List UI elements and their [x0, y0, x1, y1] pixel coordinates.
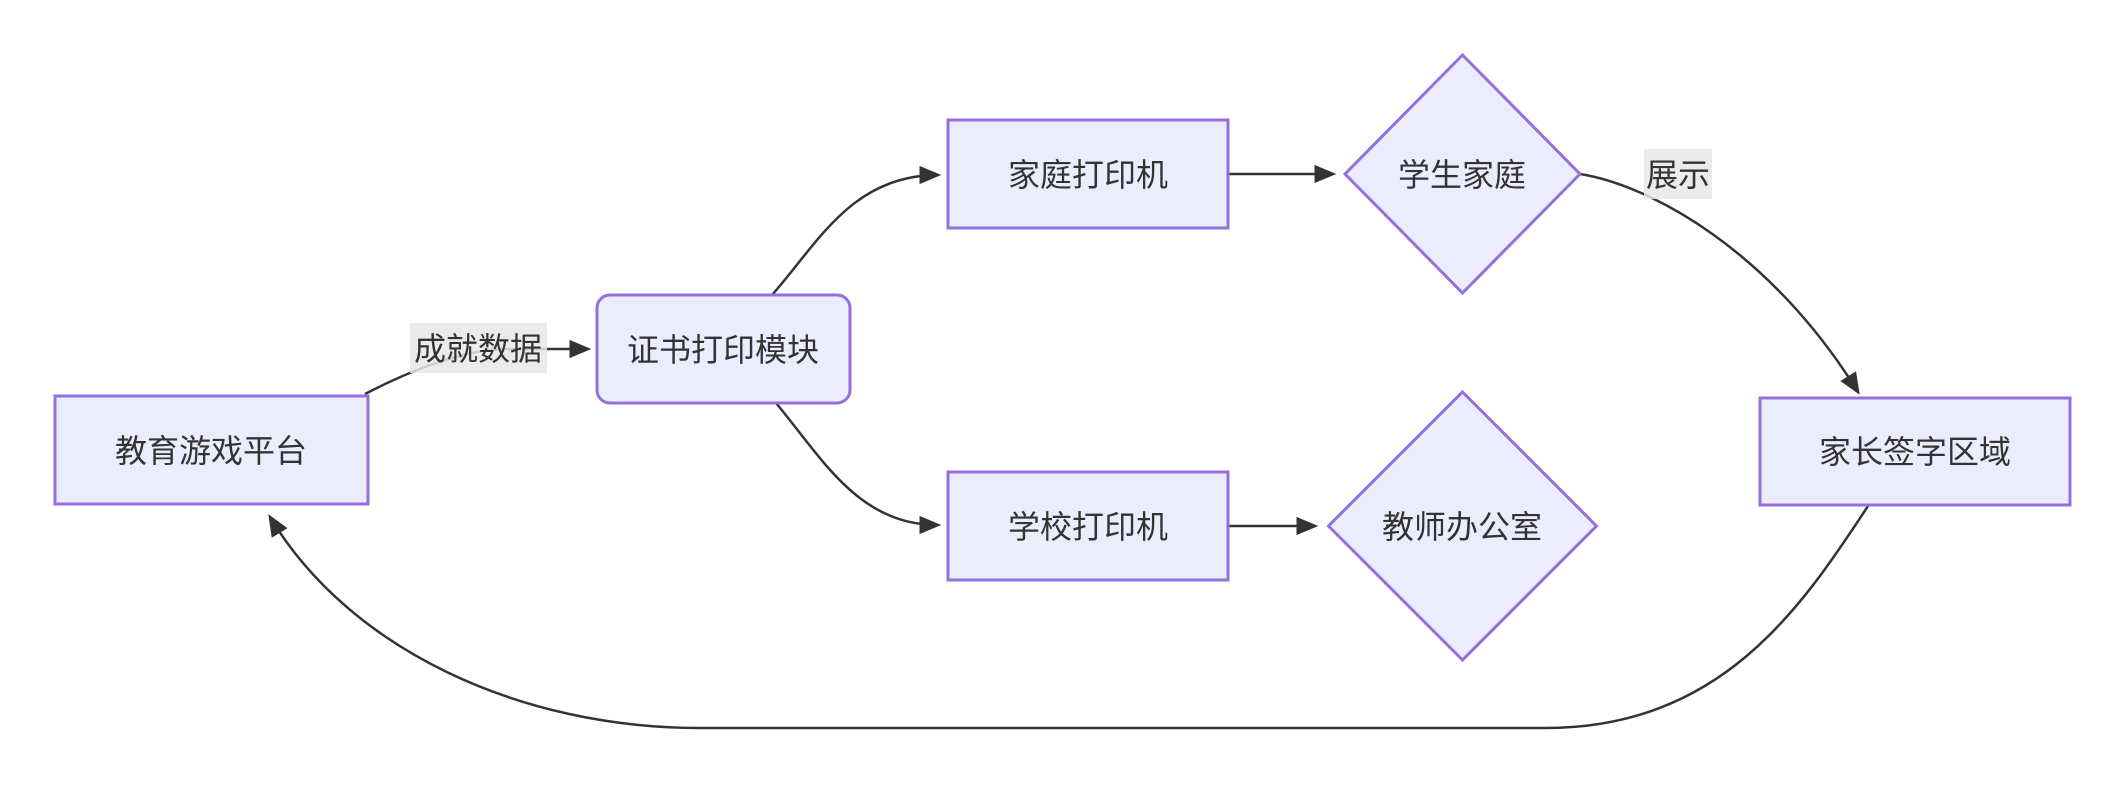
node-parent-signature-area-label: 家长签字区域 — [1819, 434, 2011, 470]
node-home-printer: 家庭打印机 — [946, 118, 1230, 230]
edge-label-layer: 成就数据 展示 — [410, 149, 1712, 373]
node-teacher-office-label: 教师办公室 — [1382, 509, 1542, 545]
node-parent-signature-area-shape — [1758, 396, 2072, 507]
node-teacher-office: 教师办公室 — [1326, 389, 1599, 663]
edge-print-module-to-home-printer — [771, 165, 942, 296]
node-certificate-print-module-shape — [595, 293, 852, 405]
node-education-game-platform: 教育游戏平台 — [53, 394, 370, 506]
edge-parent-signature-to-platform-feedback — [268, 505, 1870, 730]
node-education-game-platform-shape — [53, 394, 370, 506]
edge-label-display-text: 展示 — [1646, 157, 1710, 193]
node-certificate-print-module: 证书打印模块 — [595, 293, 852, 405]
node-home-printer-shape — [946, 118, 1230, 230]
node-student-family-shape — [1342, 52, 1583, 296]
node-school-printer: 学校打印机 — [946, 470, 1230, 582]
node-education-game-platform-label: 教育游戏平台 — [115, 433, 307, 469]
edge-label-achievement-data-text: 成就数据 — [414, 331, 542, 367]
node-home-printer-label: 家庭打印机 — [1008, 157, 1168, 193]
node-layer: 教育游戏平台 证书打印模块 家庭打印机 学生家庭 学校打印机 教师办公室 家长签… — [53, 52, 2072, 663]
node-teacher-office-shape — [1326, 389, 1599, 663]
node-school-printer-shape — [946, 470, 1230, 582]
edge-label-achievement-data: 成就数据 — [410, 323, 547, 373]
node-parent-signature-area: 家长签字区域 — [1758, 396, 2072, 507]
edge-print-module-to-school-printer — [775, 402, 942, 535]
edge-label-display: 展示 — [1644, 149, 1712, 199]
node-school-printer-label: 学校打印机 — [1008, 509, 1168, 545]
edge-layer — [268, 164, 1870, 730]
node-student-family: 学生家庭 — [1342, 52, 1583, 296]
edge-label-achievement-data-bg — [410, 323, 547, 373]
edge-student-family-to-parent-signature — [1579, 172, 1860, 395]
node-student-family-label: 学生家庭 — [1398, 157, 1526, 193]
node-certificate-print-module-label: 证书打印模块 — [627, 332, 819, 368]
edge-label-display-bg — [1644, 149, 1712, 199]
